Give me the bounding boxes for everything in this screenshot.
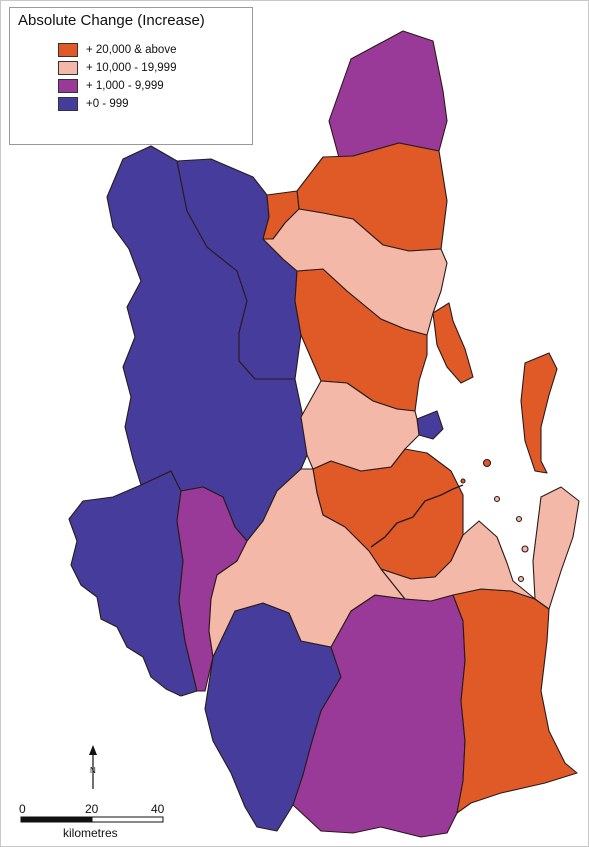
- scale-bar: 0 20 40 kilometres: [19, 802, 165, 840]
- region-coast-strip: [432, 302, 474, 384]
- scale-tick-40: 40: [151, 802, 165, 816]
- islet: [460, 478, 466, 484]
- legend-item: + 20,000 & above: [58, 42, 176, 58]
- region-north-mid: [262, 208, 448, 336]
- region-south-coast: [452, 588, 578, 814]
- legend-label: +0 - 999: [86, 98, 129, 110]
- region-far-north: [328, 30, 448, 166]
- region-far-west-south: [68, 470, 198, 697]
- region-east-coastal-mid: [380, 520, 536, 602]
- region-offshore-island: [520, 352, 558, 474]
- region-central-mid: [300, 380, 420, 472]
- legend-swatch: [58, 61, 78, 75]
- islet: [515, 515, 523, 523]
- legend-title: Absolute Change (Increase): [18, 12, 205, 29]
- islets: [460, 458, 529, 583]
- legend-swatch: [58, 97, 78, 111]
- region-central-small: [416, 410, 444, 440]
- legend-item: + 10,000 - 19,999: [58, 60, 176, 76]
- islet: [493, 495, 501, 503]
- region-south-island: [532, 486, 580, 610]
- legend-item: + 1,000 - 9,999: [58, 78, 164, 94]
- north-arrow: N: [89, 745, 97, 789]
- scale-unit: kilometres: [63, 826, 118, 840]
- river-line: [370, 484, 464, 548]
- north-label: N: [90, 766, 96, 775]
- scale-tick-20: 20: [85, 802, 99, 816]
- legend-swatch: [58, 79, 78, 93]
- region-south-west-mid: [208, 468, 406, 658]
- scale-tick-0: 0: [19, 802, 26, 816]
- islet: [517, 575, 525, 583]
- legend: Absolute Change (Increase) + 20,000 & ab…: [9, 7, 253, 145]
- legend-swatch: [58, 43, 78, 57]
- legend-label: + 1,000 - 9,999: [86, 80, 164, 92]
- legend-label: + 20,000 & above: [86, 44, 177, 56]
- islet: [482, 458, 492, 468]
- islet: [521, 545, 529, 553]
- legend-label: + 10,000 - 19,999: [86, 62, 177, 74]
- legend-item: +0 - 999: [58, 96, 129, 112]
- regions-layer: [68, 30, 580, 838]
